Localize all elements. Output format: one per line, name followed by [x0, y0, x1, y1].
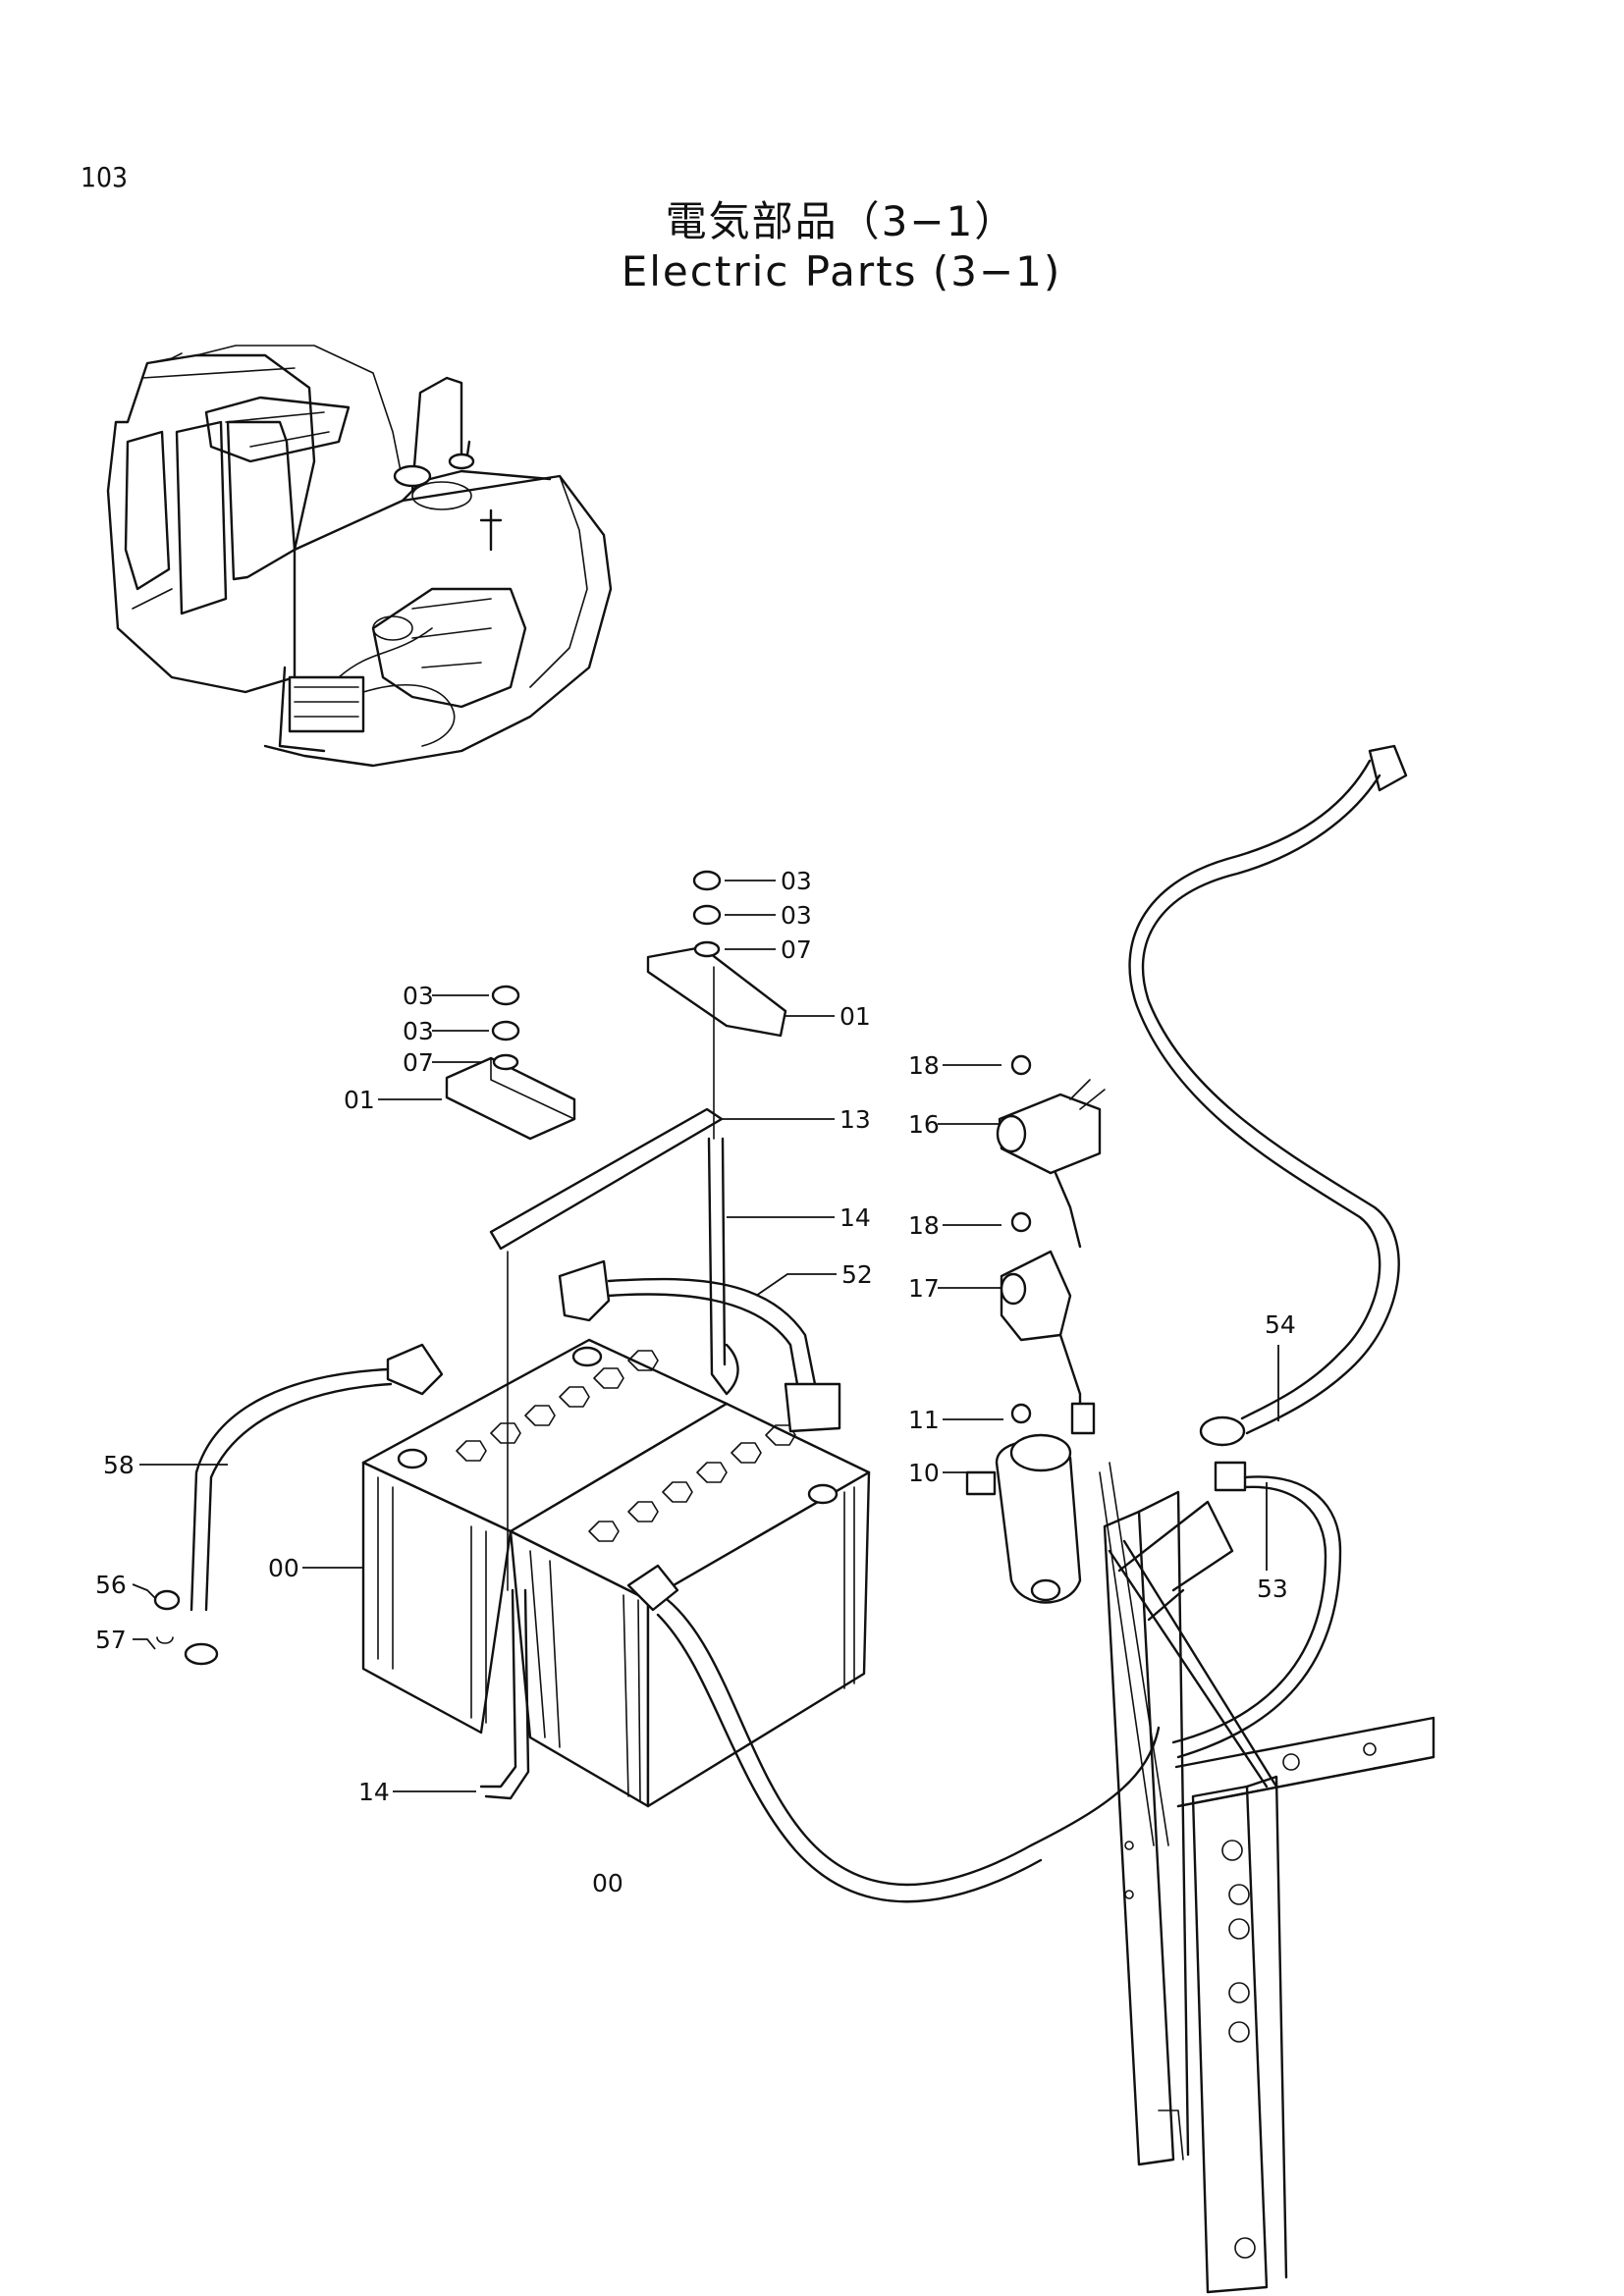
callout-00a: 00: [268, 1554, 299, 1582]
callout-01b: 01: [344, 1086, 375, 1114]
callout-00b: 00: [592, 1869, 623, 1897]
callout-03d: 03: [403, 1017, 434, 1045]
callout-labels: 03 03 07 01 03 03 07 01 13 14 52 18 16 1…: [95, 867, 1296, 1897]
ground-cable: [153, 1343, 444, 1666]
callout-57: 57: [95, 1626, 127, 1654]
title-english: Electric Parts (3−1): [621, 247, 1062, 295]
battery-front: [509, 1402, 871, 1808]
switch-components: [965, 1054, 1106, 1604]
battery-rear: [361, 1338, 729, 1735]
callout-16: 16: [908, 1110, 940, 1139]
callout-18b: 18: [908, 1211, 940, 1240]
leader-lines: [132, 880, 1279, 1792]
battery-jumper-cable: [558, 1259, 841, 1433]
callout-53: 53: [1257, 1575, 1288, 1603]
callout-03a: 03: [781, 867, 812, 895]
callout-07a: 07: [781, 935, 812, 964]
callout-54: 54: [1265, 1310, 1296, 1339]
callout-11: 11: [908, 1406, 940, 1434]
guarded-cable-54: [1128, 744, 1408, 1447]
switch-cable-53: [1171, 1461, 1342, 1759]
callout-01a: 01: [839, 1002, 871, 1031]
callout-03c: 03: [403, 982, 434, 1010]
frame-structure: [1099, 1462, 1435, 2294]
callout-14a: 14: [839, 1203, 871, 1232]
callout-17: 17: [908, 1274, 940, 1303]
page-number: 103: [81, 161, 129, 193]
callout-07b: 07: [403, 1048, 434, 1077]
title-japanese: 電気部品（3−1）: [665, 197, 1018, 245]
main-power-cable: [626, 1564, 1161, 1903]
callout-03b: 03: [781, 901, 812, 930]
callout-58: 58: [103, 1451, 135, 1479]
callout-13: 13: [839, 1105, 871, 1134]
callout-18a: 18: [908, 1051, 940, 1080]
callout-14b: 14: [358, 1778, 390, 1806]
callout-52: 52: [841, 1260, 873, 1289]
callout-56: 56: [95, 1571, 127, 1599]
callout-10: 10: [908, 1459, 940, 1487]
hold-down-brackets: [445, 870, 787, 1800]
excavator-overview-drawing: [106, 345, 613, 768]
